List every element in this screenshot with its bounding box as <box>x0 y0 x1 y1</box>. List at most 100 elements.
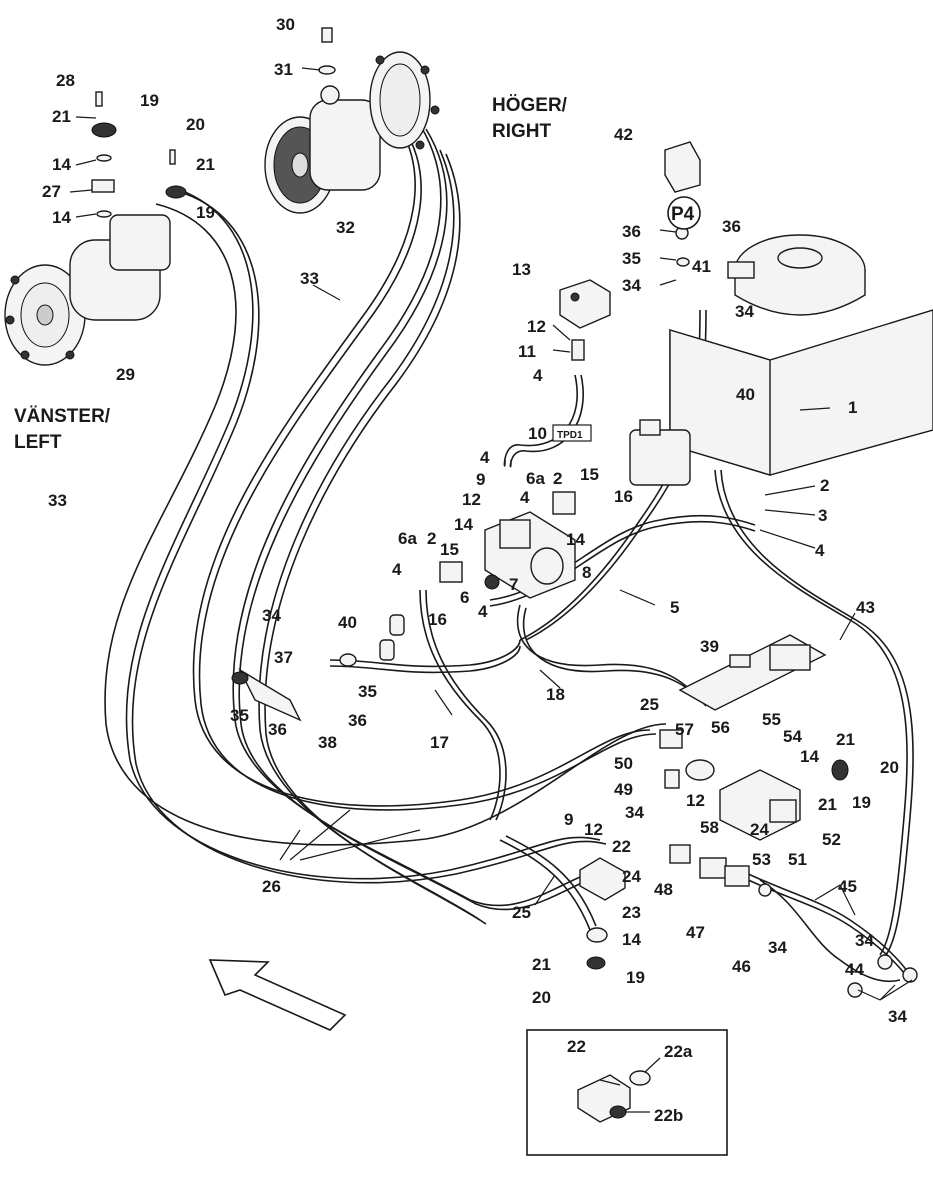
part-7: 7 <box>509 575 518 594</box>
part-14-d: 14 <box>566 530 585 549</box>
hydraulic-tank <box>669 234 933 476</box>
part-35-b: 35 <box>358 682 377 701</box>
part-19-c: 19 <box>852 793 871 812</box>
tag-p4: P4 <box>671 204 695 225</box>
part-23: 23 <box>622 903 641 922</box>
valve-42 <box>664 141 701 267</box>
valve-13 <box>559 279 611 361</box>
hose-5-18-43 <box>329 309 914 983</box>
part-4-c: 4 <box>520 488 530 507</box>
part-36-b: 36 <box>722 217 741 236</box>
part-46: 46 <box>732 957 751 976</box>
part-35-a: 35 <box>622 249 641 268</box>
part-31: 31 <box>274 60 293 79</box>
bracket-38 <box>231 614 405 722</box>
part-2-c: 2 <box>820 476 829 495</box>
valve-block-51-58 <box>659 729 801 841</box>
right-label-line2: RIGHT <box>492 121 552 142</box>
part-18: 18 <box>546 685 565 704</box>
part-48: 48 <box>654 880 673 899</box>
part-26: 26 <box>262 877 281 896</box>
part-30: 30 <box>276 15 295 34</box>
part-6a-a: 6a <box>526 469 545 488</box>
part-38: 38 <box>318 733 337 752</box>
part-25-a: 25 <box>640 695 659 714</box>
part-24-a: 24 <box>750 820 769 839</box>
part-2-b: 2 <box>427 529 436 548</box>
part-16-a: 16 <box>614 487 633 506</box>
part-12-a: 12 <box>527 317 546 336</box>
part-13: 13 <box>512 260 531 279</box>
part-21-d: 21 <box>818 795 837 814</box>
part-4-d: 4 <box>392 560 402 579</box>
tag-tpd1: TPD1 <box>557 430 583 441</box>
part-33-a: 33 <box>300 269 319 288</box>
part-41: 41 <box>692 257 711 276</box>
part-5: 5 <box>670 598 679 617</box>
part-35-c: 35 <box>230 706 249 725</box>
mounting-plate-39 <box>678 634 827 711</box>
part-22a: 22a <box>664 1042 693 1061</box>
part-20-c: 20 <box>532 988 551 1007</box>
part-51: 51 <box>788 850 807 869</box>
part-14-b: 14 <box>52 208 71 227</box>
part-4-f: 4 <box>815 541 825 560</box>
part-4-e: 4 <box>478 602 488 621</box>
part-12-b: 12 <box>462 490 481 509</box>
motor-fittings <box>91 27 336 218</box>
part-36-c: 36 <box>348 711 367 730</box>
left-track-motor <box>4 214 171 366</box>
part-21-e: 21 <box>532 955 551 974</box>
part-36-d: 36 <box>268 720 287 739</box>
part-29: 29 <box>116 365 135 384</box>
part-9-a: 9 <box>476 470 485 489</box>
left-label-line1: VÄNSTER/ <box>14 406 111 427</box>
part-2-a: 2 <box>553 469 562 488</box>
part-14-f: 14 <box>622 930 641 949</box>
part-4-b: 4 <box>480 448 490 467</box>
leader-lines <box>69 67 913 1113</box>
part-21-c: 21 <box>836 730 855 749</box>
part-22-b: 22 <box>567 1037 586 1056</box>
part-45: 45 <box>838 877 857 896</box>
part-49: 49 <box>614 780 633 799</box>
part-16-b: 16 <box>428 610 447 629</box>
part-27: 27 <box>42 182 61 201</box>
part-24-b: 24 <box>622 867 641 886</box>
part-34-c: 34 <box>262 606 281 625</box>
brake-valve-8 <box>439 491 576 599</box>
part-39: 39 <box>700 637 719 656</box>
part-50: 50 <box>614 754 633 773</box>
part-19-b: 19 <box>196 203 215 222</box>
part-8: 8 <box>582 563 591 582</box>
part-57: 57 <box>675 720 694 739</box>
part-32: 32 <box>336 218 355 237</box>
part-14-a: 14 <box>52 155 71 174</box>
part-33-b: 33 <box>48 491 67 510</box>
side-labels: HÖGER/ RIGHT VÄNSTER/ LEFT <box>14 95 568 453</box>
hose-bundle-33-26 <box>96 119 667 925</box>
part-43: 43 <box>856 598 875 617</box>
right-label-line1: HÖGER/ <box>492 95 568 116</box>
part-22-a: 22 <box>612 837 631 856</box>
part-53: 53 <box>752 850 771 869</box>
part-15-b: 15 <box>440 540 459 559</box>
pump-cluster <box>629 419 691 486</box>
direction-arrow <box>208 959 347 1031</box>
part-15-a: 15 <box>580 465 599 484</box>
part-47: 47 <box>686 923 705 942</box>
part-40-b: 40 <box>338 613 357 632</box>
part-56: 56 <box>711 718 730 737</box>
part-6a-b: 6a <box>398 529 417 548</box>
part-11: 11 <box>518 342 536 361</box>
part-10: 10 <box>528 424 547 443</box>
part-34-e: 34 <box>768 938 787 957</box>
part-4-a: 4 <box>533 366 543 385</box>
part-40-a: 40 <box>736 385 755 404</box>
part-58: 58 <box>700 818 719 837</box>
part-numbers: 30 31 32 28 21 19 20 21 14 27 14 19 29 3… <box>42 15 907 1125</box>
right-track-motor <box>264 51 440 214</box>
part-52: 52 <box>822 830 841 849</box>
part-55: 55 <box>762 710 781 729</box>
